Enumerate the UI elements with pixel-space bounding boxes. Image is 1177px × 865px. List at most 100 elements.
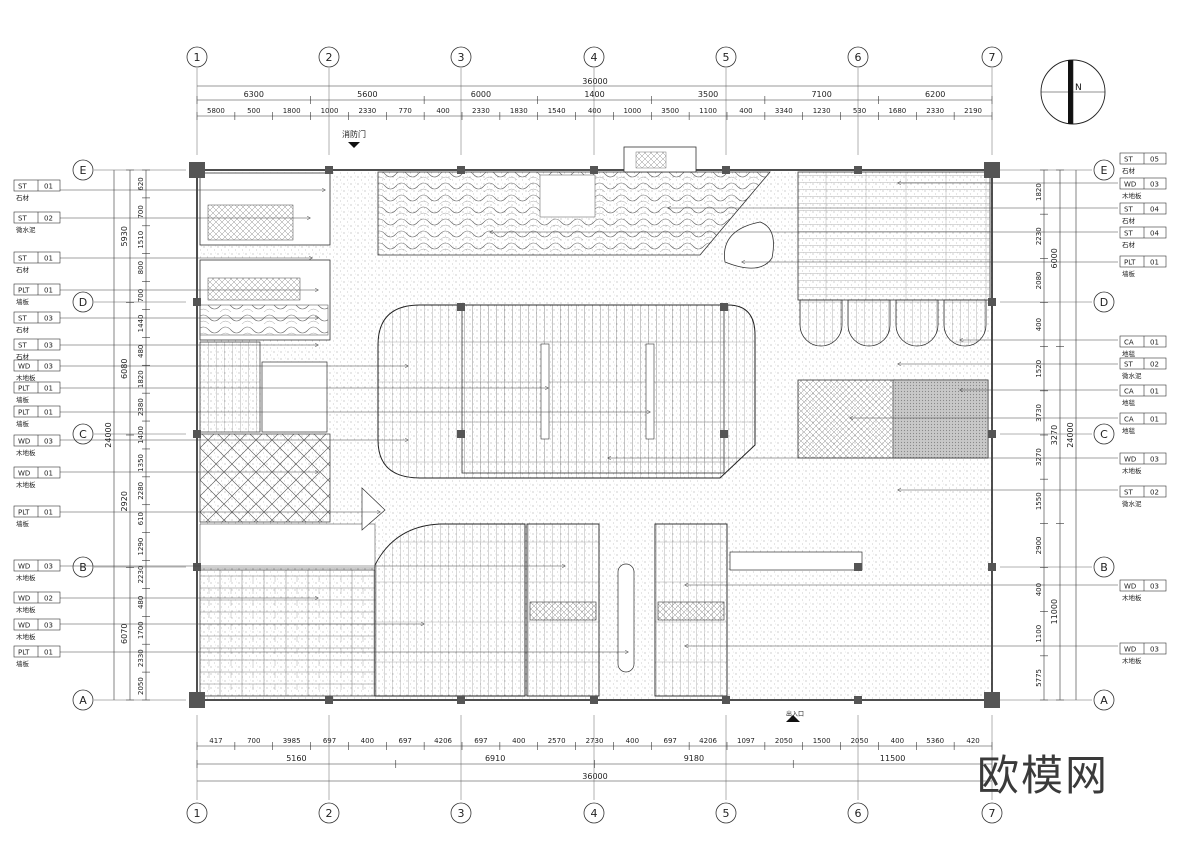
column-axis-bubble: 5 [715,802,737,824]
leader-lines [60,183,1118,652]
dimension-value: 11500 [880,754,905,763]
dimension-value: 1540 [548,107,566,115]
material-code: CA [1124,416,1134,424]
dimension-value: 1510 [137,231,145,249]
dimension-value: 480 [137,345,145,358]
dimension-lines [113,85,1077,782]
material-number: 03 [44,622,53,630]
dimension-value: 5600 [357,90,377,99]
material-name: 木地板 [1122,593,1142,602]
material-name: 地毯 [1122,398,1136,407]
dimension-value: 400 [361,737,374,745]
dimension-value: 6910 [485,754,505,763]
material-number: 01 [44,509,53,517]
material-code: CA [1124,388,1134,396]
material-number: 03 [44,342,53,350]
material-code: WD [18,438,30,446]
column [854,696,862,704]
stall-row [199,304,329,336]
material-code: PLT [18,287,30,295]
column-axis-label: 3 [458,807,465,820]
material-number: 01 [44,255,53,263]
material-number: 01 [1150,388,1159,396]
row-axis-bubble: E [1093,159,1115,181]
material-code: PLT [18,509,30,517]
column [854,166,862,174]
material-number: 01 [1150,339,1159,347]
material-name: 墙板 [16,659,30,668]
material-number: 01 [44,470,53,478]
material-name: 墙板 [16,519,30,528]
dimension-value: 697 [474,737,487,745]
row-axis-label: A [79,694,87,707]
dimension-value: 697 [399,737,412,745]
dimension-value: 700 [137,205,145,218]
column [590,166,598,174]
material-name: 墙板 [1122,269,1136,278]
dimension-value: 1097 [737,737,755,745]
structural-columns [189,162,1000,708]
material-number: 02 [1150,361,1159,369]
material-name: 木地板 [16,480,36,489]
row-axis-label: D [1100,296,1108,309]
dimension-value: 6080 [120,359,129,379]
dimension-total: 24000 [1066,422,1075,447]
dimension-value: 5775 [1035,669,1043,687]
dimension-value: 480 [137,596,145,609]
material-number: 02 [1150,489,1159,497]
material-number: 01 [1150,259,1159,267]
material-number: 02 [44,215,53,223]
booth-arches [799,299,987,347]
material-code: WD [18,622,30,630]
row-axis-bubble: E [72,159,94,181]
row-axis-bubble: A [72,689,94,711]
material-name: 石材 [16,265,30,274]
material-code: WD [18,363,30,371]
dimension-value: 1700 [137,621,145,639]
material-number: 01 [44,385,53,393]
watermark-logo: 欧模网 [976,751,1109,800]
dimension-value: 11000 [1050,599,1059,624]
material-code: PLT [1124,259,1136,267]
column [189,162,205,178]
material-name: 木地板 [16,373,36,382]
column-axis-bubble: 7 [981,46,1003,68]
material-number: 05 [1150,156,1159,164]
entrance-marker: 出入口 [786,710,804,722]
column [193,298,201,306]
dimension-value: 1290 [137,538,145,556]
column-axis-bubble: 2 [318,802,340,824]
column [720,430,728,438]
row-axis-label: D [79,296,87,309]
column-axis-label: 4 [591,51,598,64]
dimension-value: 6200 [925,90,945,99]
material-name: 微水泥 [16,225,36,234]
dimension-value: 1830 [510,107,528,115]
material-code: WD [1124,181,1136,189]
material-name: 石材 [1122,166,1136,175]
material-number: 03 [1150,181,1159,189]
material-code: ST [1124,206,1133,214]
column [984,162,1000,178]
material-name: 石材 [1122,240,1136,249]
dimension-value: 2230 [137,566,145,584]
dimension-value: 2330 [926,107,944,115]
dimension-value: 3270 [1035,448,1043,466]
material-code: WD [18,563,30,571]
material-name: 石材 [16,325,30,334]
material-name: 木地板 [16,448,36,457]
material-number: 04 [1150,206,1159,214]
row-axis-label: A [1100,694,1108,707]
